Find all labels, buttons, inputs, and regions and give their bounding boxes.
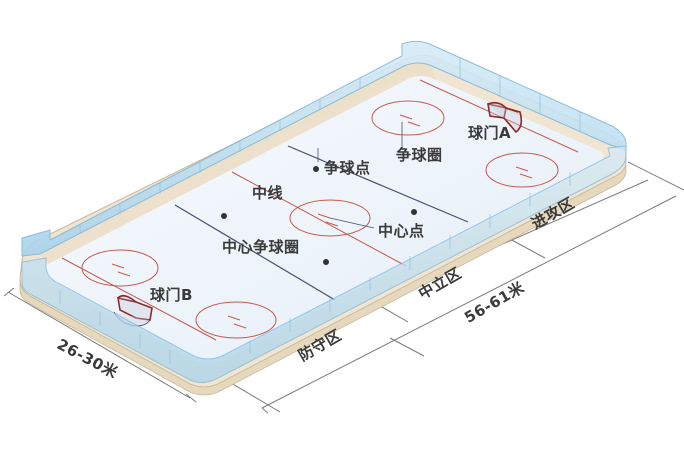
faceoff-spot-dot-3 — [221, 213, 227, 219]
faceoff-circle-a2 — [485, 152, 559, 188]
faceoff-circle-b2 — [195, 301, 277, 339]
ice-markings — [61, 79, 579, 341]
faceoff-circle-b1 — [81, 249, 159, 287]
center-faceoff-circle-label: 中心争球圈 — [222, 238, 300, 256]
far-glass-panels — [79, 58, 581, 234]
goal-b-net — [113, 294, 153, 327]
faceoff-spot-dot-4 — [323, 259, 329, 265]
goal-line-b — [61, 257, 217, 341]
faceoff-circle-label: 争球圈 — [396, 146, 443, 164]
goal-a-net — [487, 101, 523, 134]
width-dimension-lines — [3, 287, 197, 403]
blue-line-left — [174, 204, 336, 301]
center-faceoff-circle — [289, 199, 371, 237]
far-glass — [21, 40, 627, 257]
ice-surface — [46, 73, 604, 363]
center-line-label: 中线 — [252, 184, 284, 202]
faceoff-circle-a1 — [371, 100, 445, 136]
faceoff-spot-dot-1 — [313, 166, 319, 172]
center-spot-label: 中心点 — [378, 222, 425, 240]
faceoff-spot-label: 争球点 — [324, 159, 371, 177]
goal-b-label: 球门B — [150, 286, 193, 304]
center-red-line — [231, 171, 407, 267]
goal-line-a — [419, 79, 579, 153]
far-board — [40, 63, 436, 264]
near-glass — [21, 145, 627, 384]
near-glass-panels — [59, 172, 571, 364]
faceoff-spot-dot-2 — [411, 209, 417, 215]
goal-a-label: 球门A — [468, 124, 512, 142]
near-board — [19, 161, 627, 396]
